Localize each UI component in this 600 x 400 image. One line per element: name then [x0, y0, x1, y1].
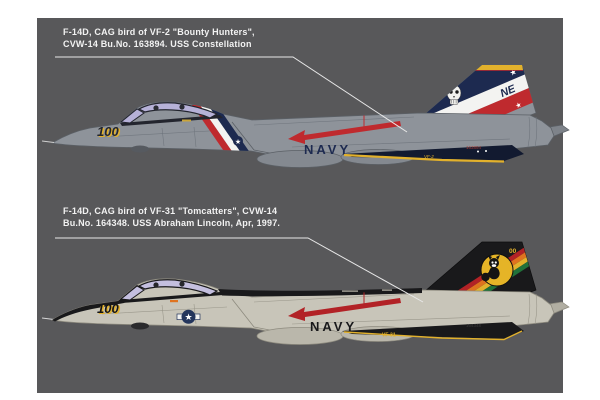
star-roundel-icon: ★: [233, 136, 243, 146]
nose-number: 100 100: [97, 301, 121, 317]
svg-text:★: ★: [184, 312, 192, 322]
pitot-probe: [42, 140, 55, 143]
tail-tip-band: [473, 65, 523, 70]
anti-glare-panel: [52, 285, 143, 322]
ventral-strake: VF-31: [342, 322, 524, 341]
caption-bottom-line-2: Bu.No. 164348. USS Abraham Lincoln, Apr,…: [63, 217, 281, 228]
svg-text:100: 100: [97, 301, 119, 316]
seat-headrest-front: [153, 105, 159, 111]
seat-headrest-rear: [179, 281, 185, 287]
tail-stripe-red: [424, 67, 536, 116]
aircraft-vf2-profile: NE ★ ★: [42, 64, 570, 168]
ventral-label: VF-2: [424, 154, 434, 159]
spine-stencil: [342, 290, 358, 292]
buno-number: 164348: [466, 323, 482, 328]
tail-code: NE: [499, 83, 518, 100]
svg-text:★: ★: [235, 138, 241, 146]
svg-text:100: 100: [97, 124, 119, 139]
navy-titles: NAVY: [304, 142, 351, 157]
seat-headrest-front: [153, 282, 159, 288]
spine-stencil-2: [382, 289, 392, 291]
pitot-probe: [42, 317, 55, 320]
chin-pod: [131, 322, 149, 330]
svg-text:100: 100: [99, 302, 121, 317]
caption-top-line-2: CVW-14 Bu.No. 163894. USS Constellation: [63, 38, 252, 49]
aircraft-vf31-profile: 00 ★: [42, 241, 570, 345]
seat-headrest-rear: [179, 104, 185, 110]
felix-cat-icon: [481, 255, 500, 282]
caption-top: F-14D, CAG bird of VF-2 "Bounty Hunters"…: [63, 27, 255, 50]
illustration-panel: F-14D, CAG bird of VF-2 "Bounty Hunters"…: [37, 18, 570, 393]
nose-number: 100 100: [97, 124, 121, 140]
caption-bottom-line-1: F-14D, CAG bird of VF-31 "Tomcatters", C…: [63, 206, 278, 216]
tail-code: 00: [509, 248, 517, 255]
tail-star-top: ★: [508, 67, 518, 78]
buno-number: 163894: [466, 145, 482, 150]
tail-art-vf31: 00: [423, 241, 537, 294]
navy-titles: NAVY: [310, 319, 357, 334]
ventral-strake: VF-2: [342, 145, 524, 163]
caption-top-line-1: F-14D, CAG bird of VF-2 "Bounty Hunters"…: [63, 27, 255, 37]
formation-light: [170, 300, 178, 303]
tail-rainbow-stripe: [424, 242, 536, 293]
national-insignia-icon: ★: [176, 309, 201, 324]
ventral-label: VF-31: [382, 333, 396, 339]
caption-bottom: F-14D, CAG bird of VF-31 "Tomcatters", C…: [63, 206, 280, 229]
chin-pod: [131, 145, 149, 153]
tail-star-bottom: ★: [514, 101, 523, 111]
formation-light: [182, 119, 191, 122]
glove-arrow: [288, 298, 401, 321]
